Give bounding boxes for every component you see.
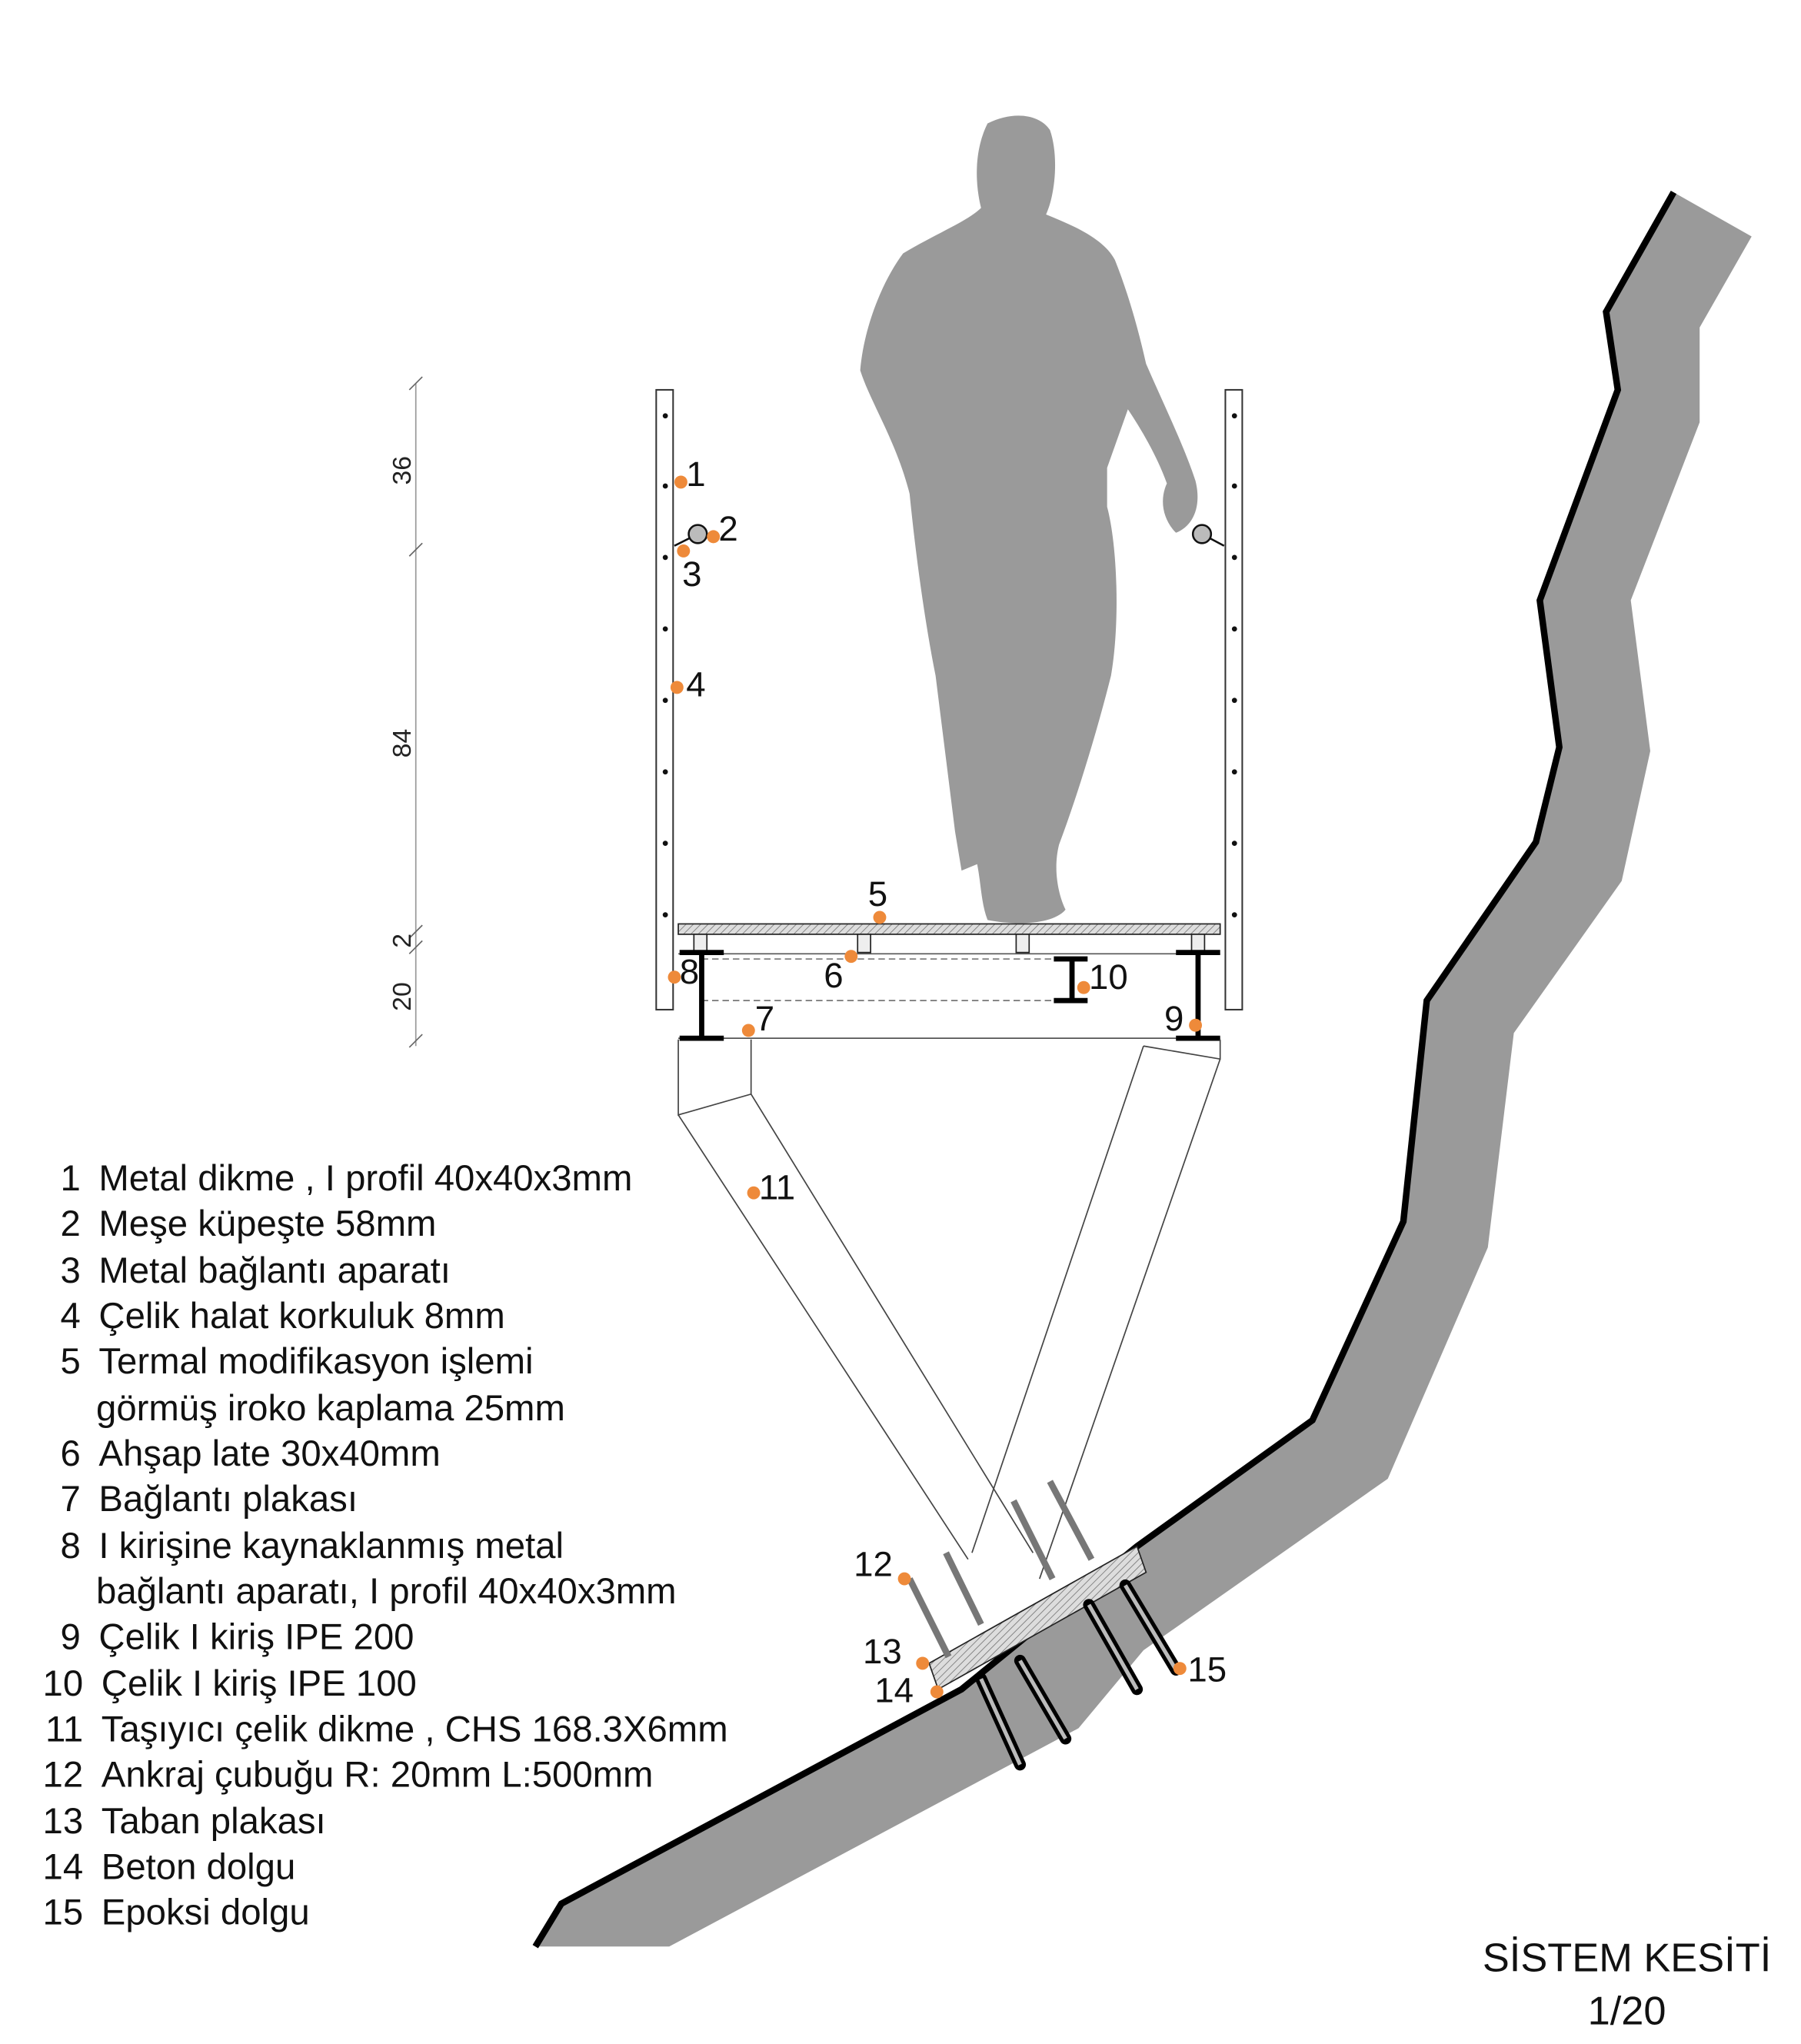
callout-1: 1 <box>686 454 705 494</box>
callout-15: 15 <box>1187 1650 1227 1689</box>
drawing-title: SİSTEM KESİTİ <box>1483 1936 1771 1980</box>
callout-3: 3 <box>682 554 701 594</box>
legend-num: 3 <box>60 1250 80 1291</box>
legend-num: 11 <box>45 1709 83 1749</box>
legend-text: Termal modifikasyon işlemi <box>98 1341 533 1382</box>
legend-text: görmüş iroko kaplama 25mm <box>96 1388 565 1429</box>
legend-num: 1 <box>60 1158 80 1199</box>
legend-text: Taban plakası <box>102 1801 326 1842</box>
callout-7: 7 <box>755 999 774 1038</box>
handrail-right <box>1191 524 1225 547</box>
dimension-36: 36 <box>388 456 417 485</box>
legend-num: 12 <box>43 1754 84 1795</box>
terrain-section <box>532 191 1752 1949</box>
callout-6: 6 <box>824 956 843 995</box>
foundation <box>907 1480 1182 1771</box>
legend-text: Meşe küpeşte 58mm <box>98 1203 436 1244</box>
legend-text: Çelik I kiriş IPE 100 <box>102 1663 417 1704</box>
callout-5: 5 <box>868 874 887 914</box>
handrail-left <box>674 524 708 547</box>
legend-text: Metal bağlantı aparatı <box>98 1250 451 1291</box>
callout-12: 12 <box>854 1545 893 1584</box>
callout-labels: 1 2 3 4 5 6 7 8 9 10 11 12 13 14 15 <box>680 454 1227 1710</box>
legend-num: 9 <box>60 1616 80 1657</box>
legend-text: Metal dikme , I profil 40x40x3mm <box>98 1158 632 1199</box>
legend-num: 14 <box>43 1846 84 1887</box>
legend-num: 10 <box>43 1663 84 1704</box>
railing-post-left <box>655 388 674 1010</box>
dimension-line: 36 84 2 20 <box>388 376 423 1048</box>
callout-10: 10 <box>1089 957 1128 997</box>
dimension-2: 2 <box>388 934 417 948</box>
legend-num: 2 <box>60 1203 80 1244</box>
legend-text: Beton dolgu <box>102 1846 295 1887</box>
legend-text: Ahşap late 30x40mm <box>98 1433 440 1474</box>
legend-text: Çelik halat korkuluk 8mm <box>98 1296 504 1337</box>
drawing-scale: 1/20 <box>1588 1989 1666 2034</box>
callout-9: 9 <box>1164 999 1183 1038</box>
legend-text: bağlantı aparatı, I profil 40x40x3mm <box>96 1571 677 1612</box>
callout-dots <box>667 475 1203 1699</box>
deck-assembly <box>677 923 1221 1041</box>
legend-text: Taşıyıcı çelik dikme , CHS 168.3X6mm <box>102 1709 728 1749</box>
legend-num: 15 <box>43 1893 84 1933</box>
railing-post-right <box>1224 388 1243 1010</box>
person-silhouette <box>860 115 1198 924</box>
callout-14: 14 <box>874 1671 914 1710</box>
legend-num: 7 <box>60 1479 80 1520</box>
callout-2: 2 <box>718 509 737 548</box>
legend-text: Çelik I kiriş IPE 200 <box>98 1616 414 1657</box>
legend-num: 13 <box>43 1801 84 1842</box>
steel-columns <box>677 1039 1221 1580</box>
dimension-20: 20 <box>388 982 417 1011</box>
callout-4: 4 <box>686 665 705 704</box>
legend-text: I kirişine kaynaklanmış metal <box>98 1526 564 1566</box>
legend-num: 8 <box>60 1526 80 1566</box>
legend-num: 4 <box>60 1296 80 1337</box>
legend-text: Bağlantı plakası <box>98 1479 358 1520</box>
legend-text: Epoksi dolgu <box>102 1893 310 1933</box>
legend-num: 5 <box>60 1341 80 1382</box>
legend-text: Ankraj çubuğu R: 20mm L:500mm <box>102 1754 654 1795</box>
callout-13: 13 <box>863 1632 902 1671</box>
callout-8: 8 <box>680 952 699 991</box>
legend-num: 6 <box>60 1433 80 1474</box>
dimension-84: 84 <box>388 729 417 758</box>
legend: 1 Metal dikme , I profil 40x40x3mm 2 Meşe … <box>43 1158 728 1933</box>
callout-11: 11 <box>759 1168 795 1207</box>
